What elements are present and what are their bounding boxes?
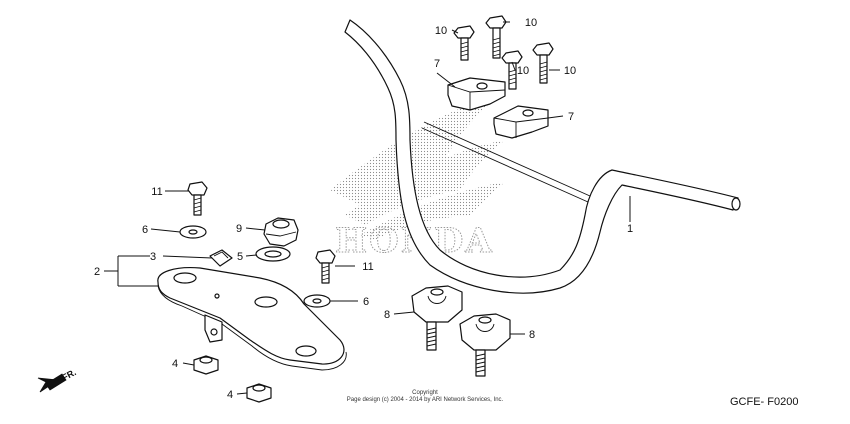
lower-handlebar-holder-right — [459, 313, 511, 377]
stem-washer — [255, 246, 291, 262]
upper-handlebar-holder-front — [493, 105, 549, 139]
bridge-bolt-left — [187, 181, 208, 216]
washer-left — [179, 225, 207, 239]
lock-plate — [209, 249, 233, 267]
diagram-code: GCFE- F0200 — [730, 396, 798, 408]
callout-1: 1 — [627, 223, 633, 235]
holder-bolt-lower-right — [532, 42, 554, 84]
callout-10-a: 10 — [435, 25, 447, 37]
steering-stem-nut — [263, 217, 299, 247]
upper-handlebar-holder-rear — [447, 77, 506, 111]
callout-10-b: 10 — [525, 17, 537, 29]
callout-3: 3 — [150, 251, 156, 263]
bridge-bolt-right — [315, 249, 336, 284]
callout-4-upper: 4 — [172, 358, 178, 370]
copyright-line-1: Copyright — [412, 390, 438, 396]
callout-2: 2 — [94, 266, 100, 278]
holder-bolt-upper-right — [485, 15, 507, 59]
callout-11-right: 11 — [362, 261, 373, 273]
callout-11-left: 11 — [151, 186, 162, 198]
front-direction-label: FR. — [60, 367, 77, 383]
callout-8-right: 8 — [529, 329, 535, 341]
washer-right — [303, 294, 331, 308]
callout-5: 5 — [237, 251, 243, 263]
lower-handlebar-holder-left — [411, 285, 463, 351]
front-direction-marker: FR. — [37, 367, 78, 393]
top-bridge — [157, 267, 347, 371]
callout-4-lower: 4 — [227, 389, 233, 401]
callout-8-left: 8 — [384, 309, 390, 321]
handlebar — [344, 19, 741, 294]
front-arrow-icon — [37, 373, 67, 393]
callout-9: 9 — [236, 223, 242, 235]
leader-lines — [104, 21, 631, 395]
callout-7-upper: 7 — [434, 58, 440, 70]
callout-6-right: 6 — [363, 296, 369, 308]
callout-6-left: 6 — [142, 224, 148, 236]
callout-7-lower: 7 — [568, 111, 574, 123]
holder-bolt-upper-left — [453, 25, 475, 61]
callout-10-c: 10 — [517, 65, 529, 77]
bridge-nut-lower — [246, 383, 272, 403]
callout-numbers: 1 2 3 4 4 5 6 6 7 7 8 8 9 10 10 10 10 11… — [94, 17, 633, 401]
callout-10-d: 10 — [564, 65, 576, 77]
bridge-nut-upper — [193, 355, 219, 375]
copyright-line-2: Page design (c) 2004 - 2014 by ARI Netwo… — [347, 397, 504, 403]
